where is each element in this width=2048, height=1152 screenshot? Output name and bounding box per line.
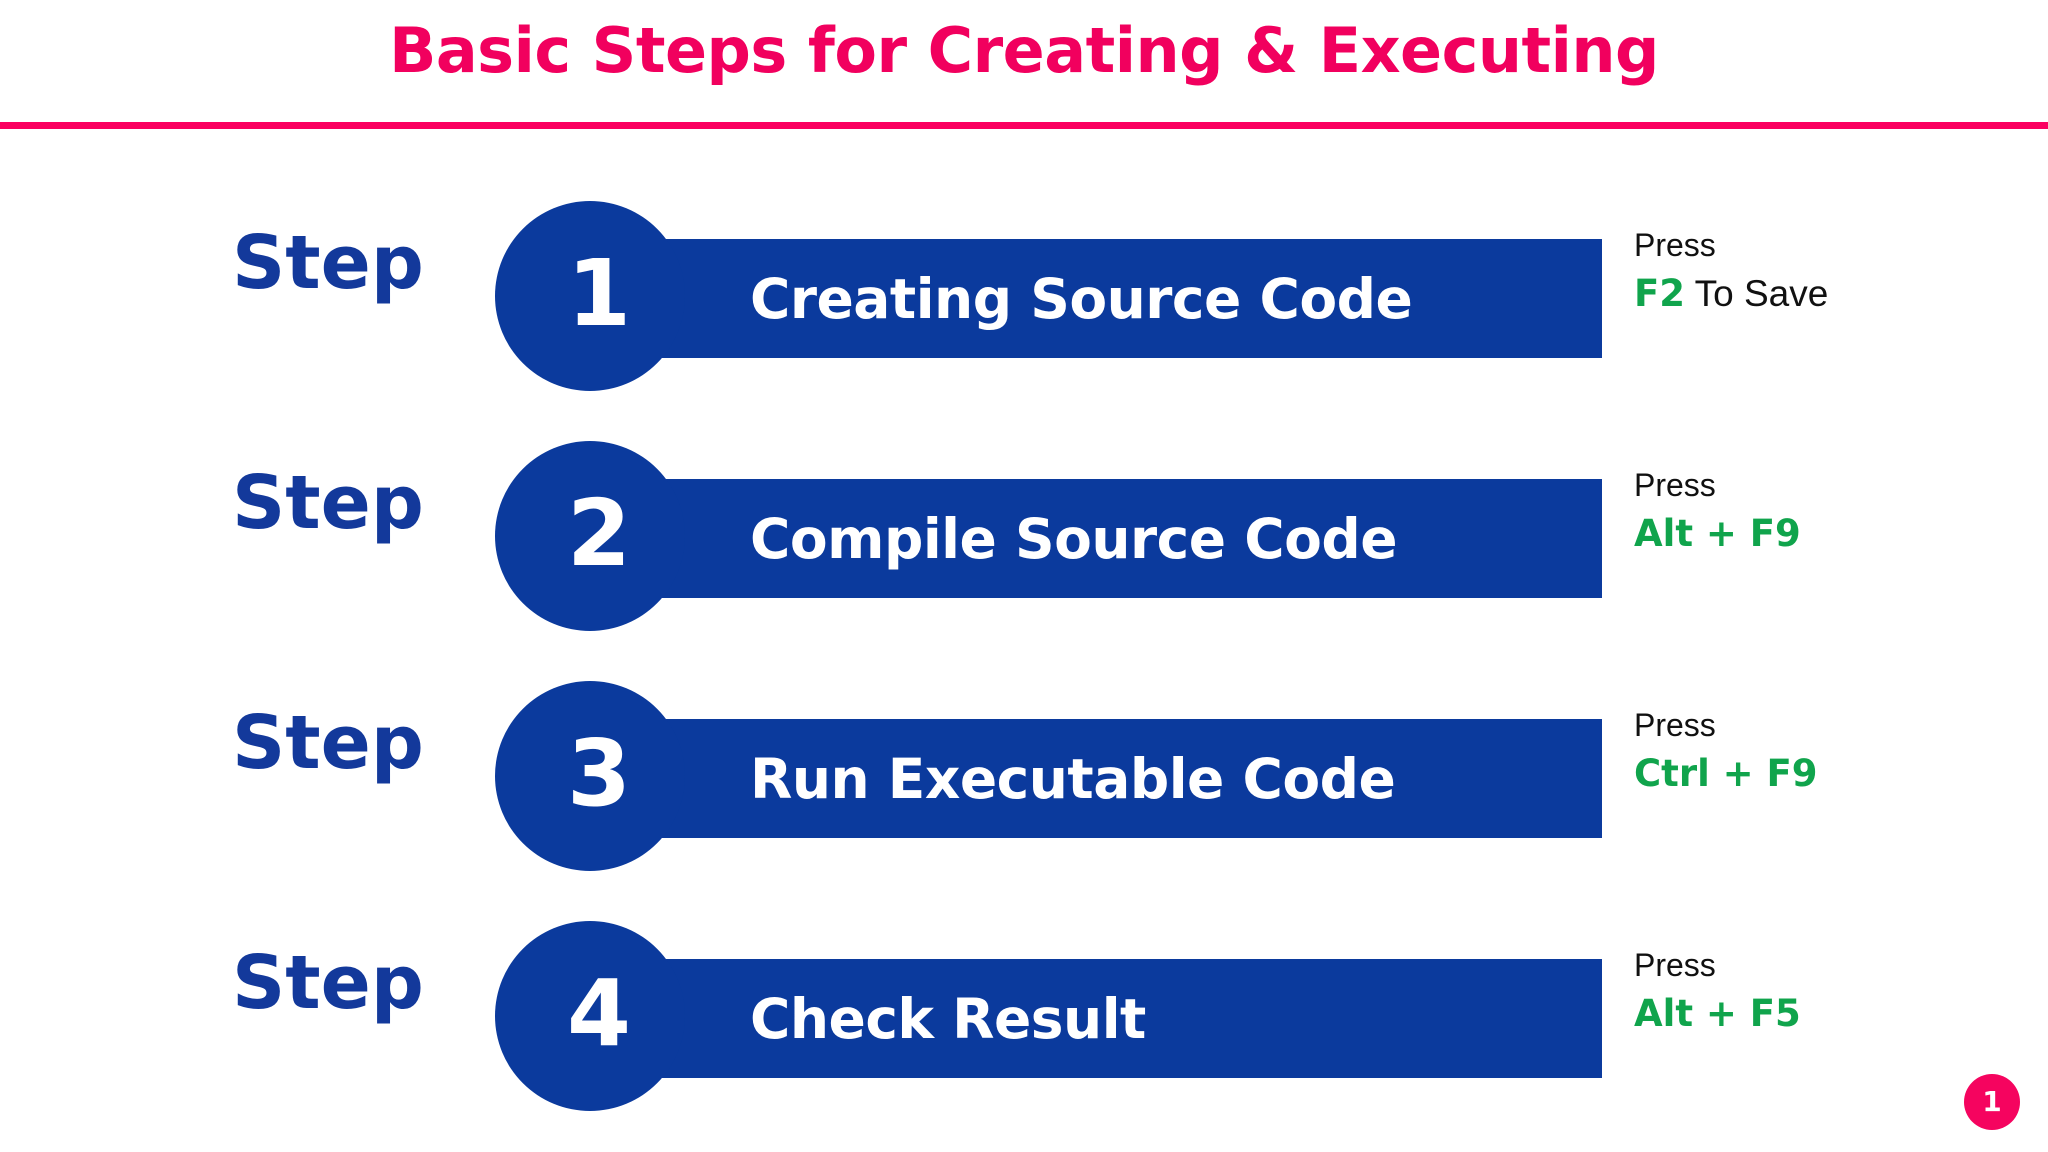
step-number: 4 [566, 960, 631, 1067]
step-shortcut-note: Press Ctrl + F9 [1634, 704, 1994, 797]
page-number: 1 [1982, 1085, 2002, 1118]
step-number-circle: 1 [495, 201, 685, 391]
step-bar-label: Compile Source Code [750, 506, 1398, 571]
step-bar: Check Result [560, 959, 1602, 1078]
step-bar-label: Creating Source Code [750, 266, 1413, 331]
step-row: Step Run Executable Code 3 Press Ctrl + … [0, 664, 2048, 871]
step-bar-label: Check Result [750, 986, 1146, 1051]
shortcut-keys: Alt + F5 [1634, 992, 1801, 1036]
shortcut-keys: Ctrl + F9 [1634, 752, 1818, 796]
step-shortcut-note: Press Alt + F5 [1634, 944, 1994, 1037]
step-number: 1 [566, 240, 631, 347]
shortcut-press-label: Press [1634, 707, 1716, 743]
step-number: 3 [566, 720, 631, 827]
step-bar: Run Executable Code [560, 719, 1602, 838]
title-divider [0, 122, 2048, 129]
shortcut-keys-line: Alt + F9 [1634, 511, 1994, 557]
step-shortcut-note: Press F2 To Save [1634, 224, 1994, 317]
page-number-badge: 1 [1964, 1074, 2020, 1130]
shortcut-suffix: To Save [1685, 273, 1829, 315]
step-number: 2 [566, 480, 631, 587]
step-number-circle: 2 [495, 441, 685, 631]
step-bar-label: Run Executable Code [750, 746, 1396, 811]
shortcut-keys-line: F2 To Save [1634, 271, 1994, 317]
shortcut-keys: Alt + F9 [1634, 512, 1801, 556]
step-row: Step Check Result 4 Press Alt + F5 [0, 904, 2048, 1111]
step-number-circle: 4 [495, 921, 685, 1111]
shortcut-keys: F2 [1634, 272, 1686, 316]
step-word-label: Step [232, 940, 424, 1026]
shortcut-keys-line: Alt + F5 [1634, 991, 1994, 1037]
step-bar: Compile Source Code [560, 479, 1602, 598]
shortcut-press-label: Press [1634, 947, 1716, 983]
step-row: Step Creating Source Code 1 Press F2 To … [0, 184, 2048, 391]
shortcut-keys-line: Ctrl + F9 [1634, 751, 1994, 797]
step-row: Step Compile Source Code 2 Press Alt + F… [0, 424, 2048, 631]
shortcut-press-label: Press [1634, 467, 1716, 503]
step-number-circle: 3 [495, 681, 685, 871]
step-word-label: Step [232, 700, 424, 786]
steps-list: Step Creating Source Code 1 Press F2 To … [0, 178, 2048, 1138]
step-word-label: Step [232, 220, 424, 306]
step-shortcut-note: Press Alt + F9 [1634, 464, 1994, 557]
shortcut-press-label: Press [1634, 227, 1716, 263]
page-title: Basic Steps for Creating & Executing [389, 14, 1659, 87]
step-word-label: Step [232, 460, 424, 546]
step-bar: Creating Source Code [560, 239, 1602, 358]
